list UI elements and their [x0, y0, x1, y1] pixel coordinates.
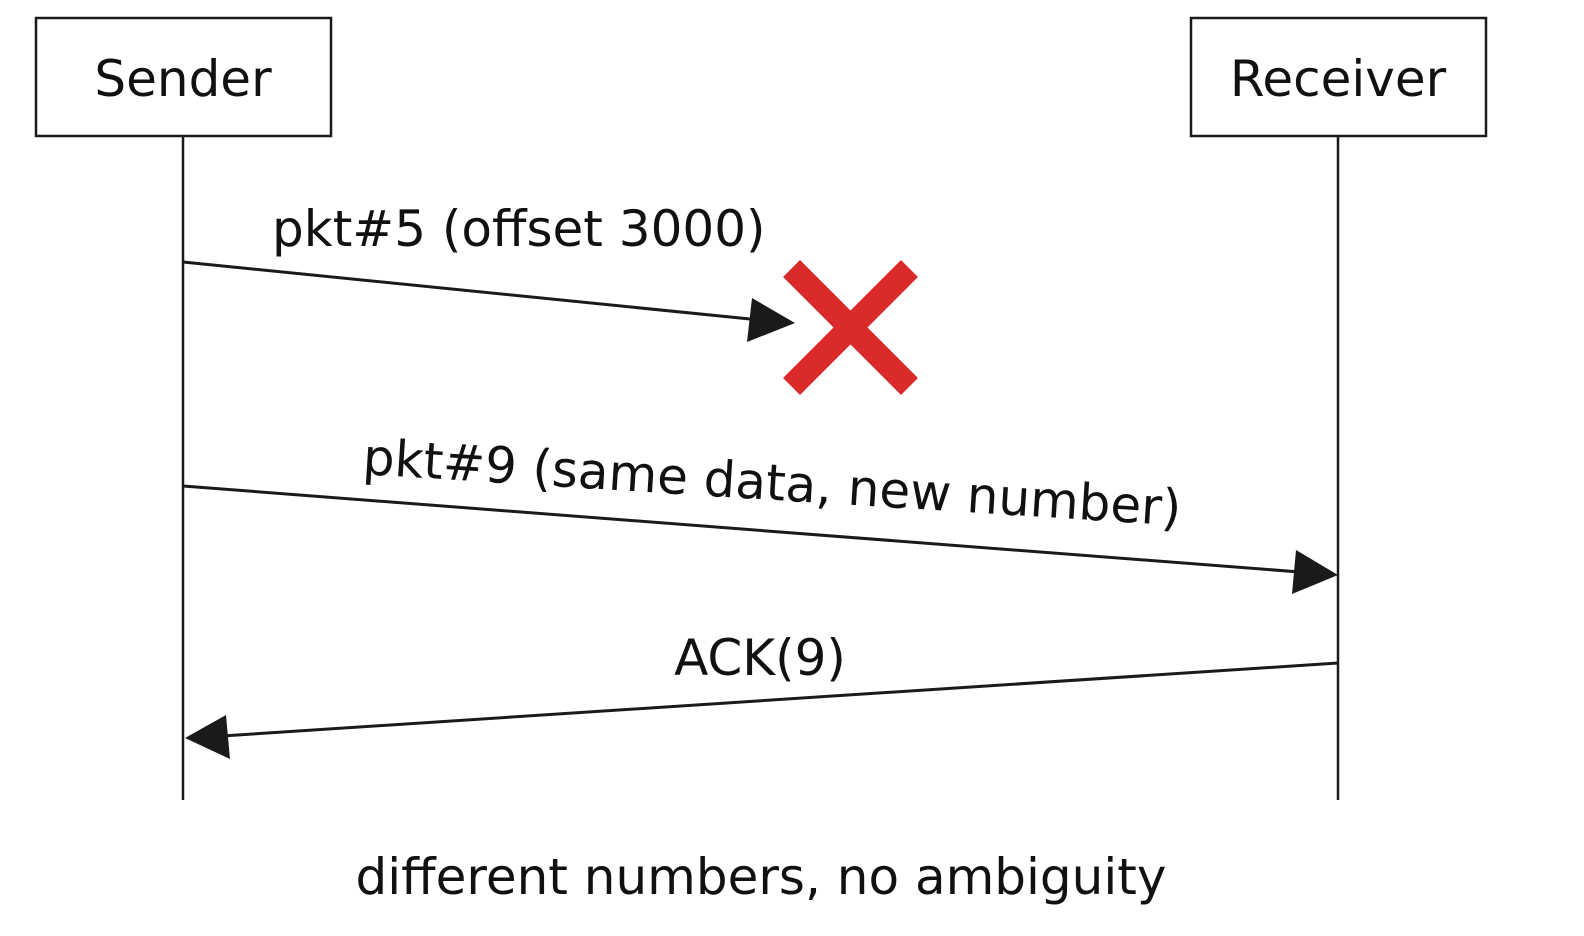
- message-pkt9-arrowhead: [1292, 550, 1338, 594]
- message-ack9-arrow-line: [221, 661, 1339, 738]
- diagram-caption: different numbers, no ambiguity: [356, 848, 1167, 906]
- message-pkt9-arrow-line: [182, 484, 1301, 574]
- message-pkt5-arrowhead: [747, 298, 795, 342]
- message-pkt5-arrow-line: [182, 260, 761, 322]
- message-pkt5: pkt#5 (offset 3000): [182, 200, 795, 342]
- actor-sender-label: Sender: [94, 50, 272, 108]
- actor-sender: Sender: [34, 16, 333, 138]
- actor-receiver-label: Receiver: [1230, 50, 1447, 108]
- actor-receiver-box: [1189, 16, 1488, 138]
- message-pkt9: pkt#9 (same data, new number): [182, 428, 1338, 594]
- x-mark-icon: [783, 260, 918, 395]
- actor-receiver: Receiver: [1189, 16, 1488, 138]
- message-ack9: ACK(9): [185, 629, 1339, 759]
- message-pkt5-label: pkt#5 (offset 3000): [272, 200, 766, 258]
- message-ack9-label: ACK(9): [674, 629, 846, 687]
- message-pkt9-label: pkt#9 (same data, new number): [361, 428, 1183, 537]
- message-ack9-arrowhead: [185, 715, 230, 759]
- actor-sender-box: [34, 16, 333, 138]
